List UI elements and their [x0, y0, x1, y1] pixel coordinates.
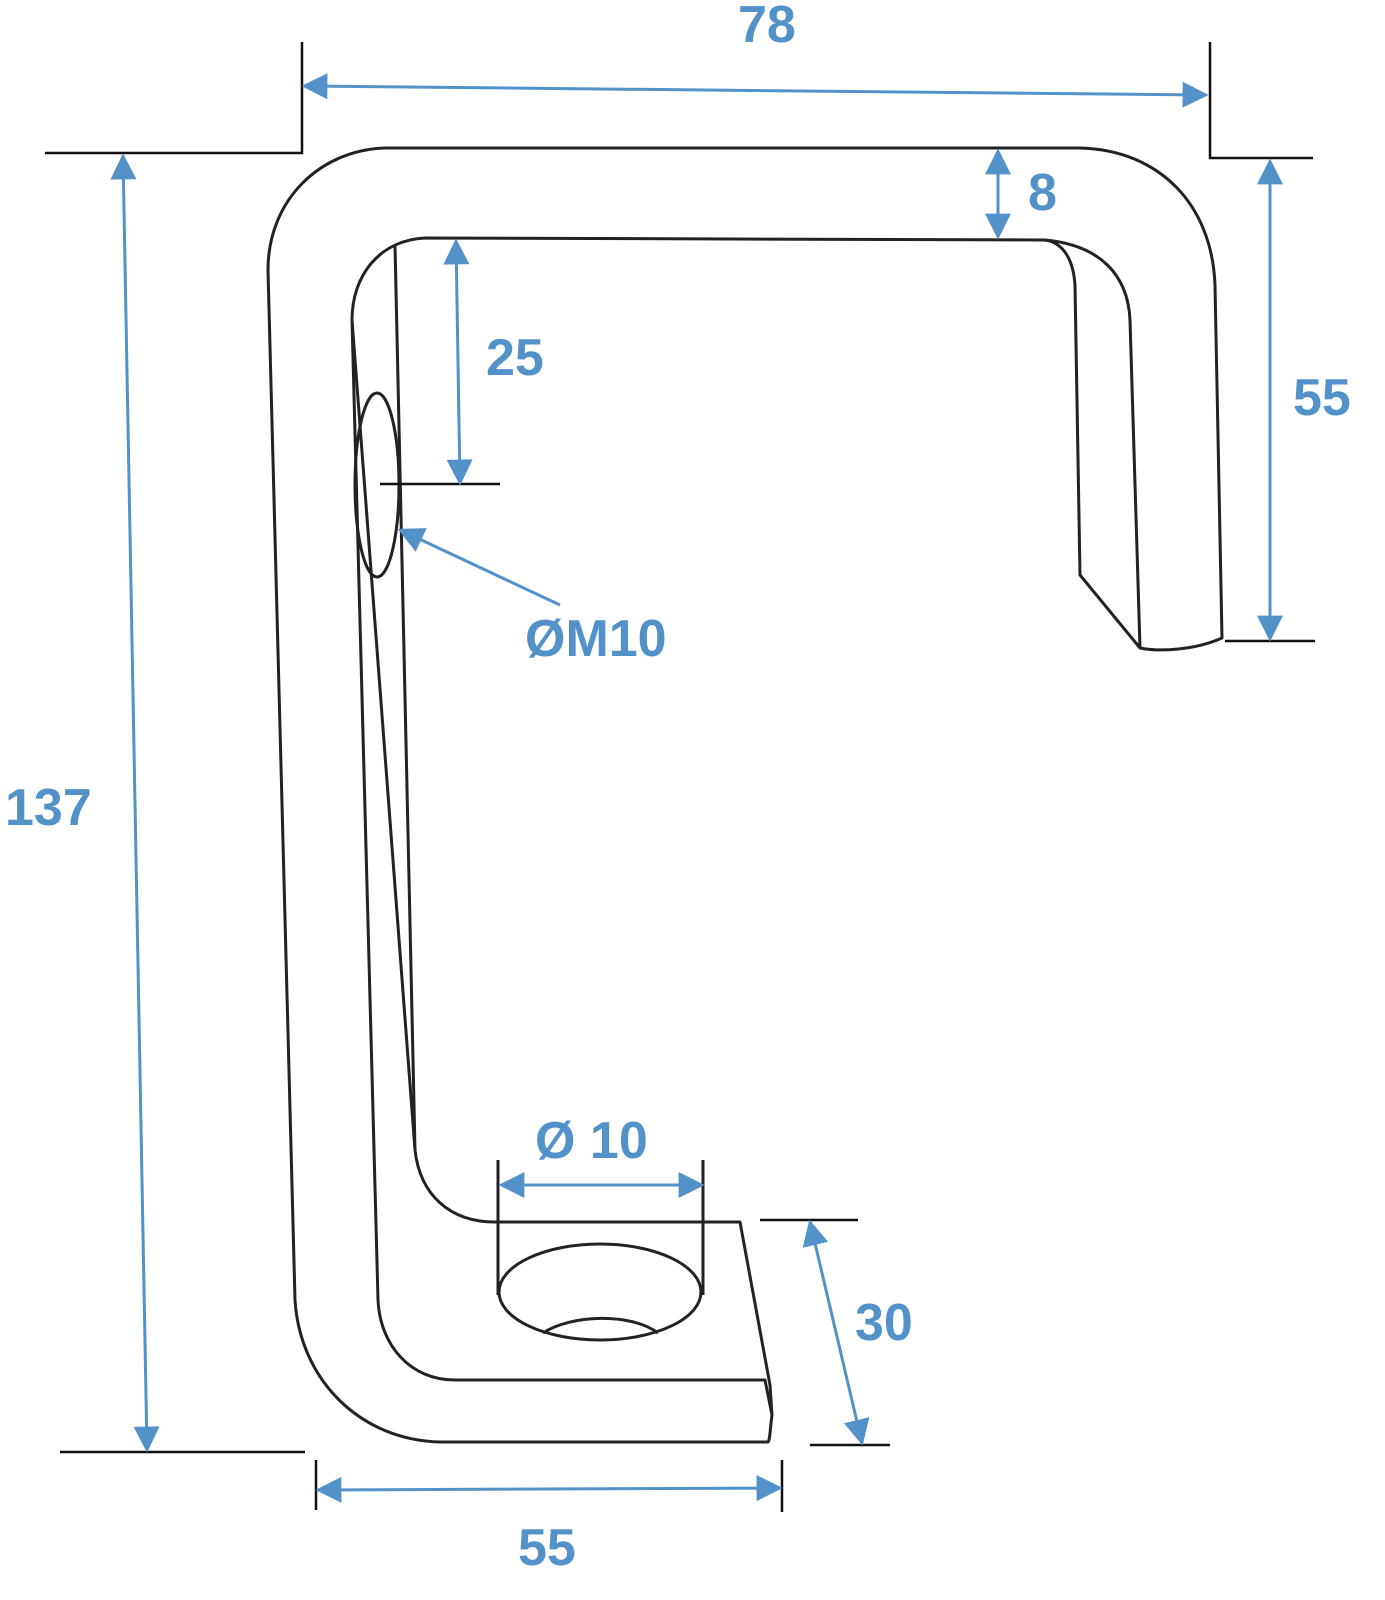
dimension-arrows [110, 73, 1283, 1503]
label-hook-depth: 55 [1293, 369, 1351, 427]
base-hole [497, 1242, 703, 1342]
extension-lines [45, 42, 1315, 1512]
bracket-outline [266, 146, 1224, 1444]
label-thread-hole: ØM10 [525, 610, 667, 668]
label-overall-height: 137 [5, 779, 92, 837]
label-hole-offset: 25 [486, 329, 544, 387]
label-base-hole: Ø 10 [535, 1112, 648, 1170]
dimension-labels: 78 137 55 8 25 ØM10 Ø 10 30 55 [5, 0, 1351, 1577]
label-thickness: 8 [1028, 164, 1057, 222]
label-overall-width: 78 [738, 0, 796, 54]
label-base-length: 30 [855, 1294, 913, 1352]
label-base-width: 55 [518, 1519, 576, 1577]
